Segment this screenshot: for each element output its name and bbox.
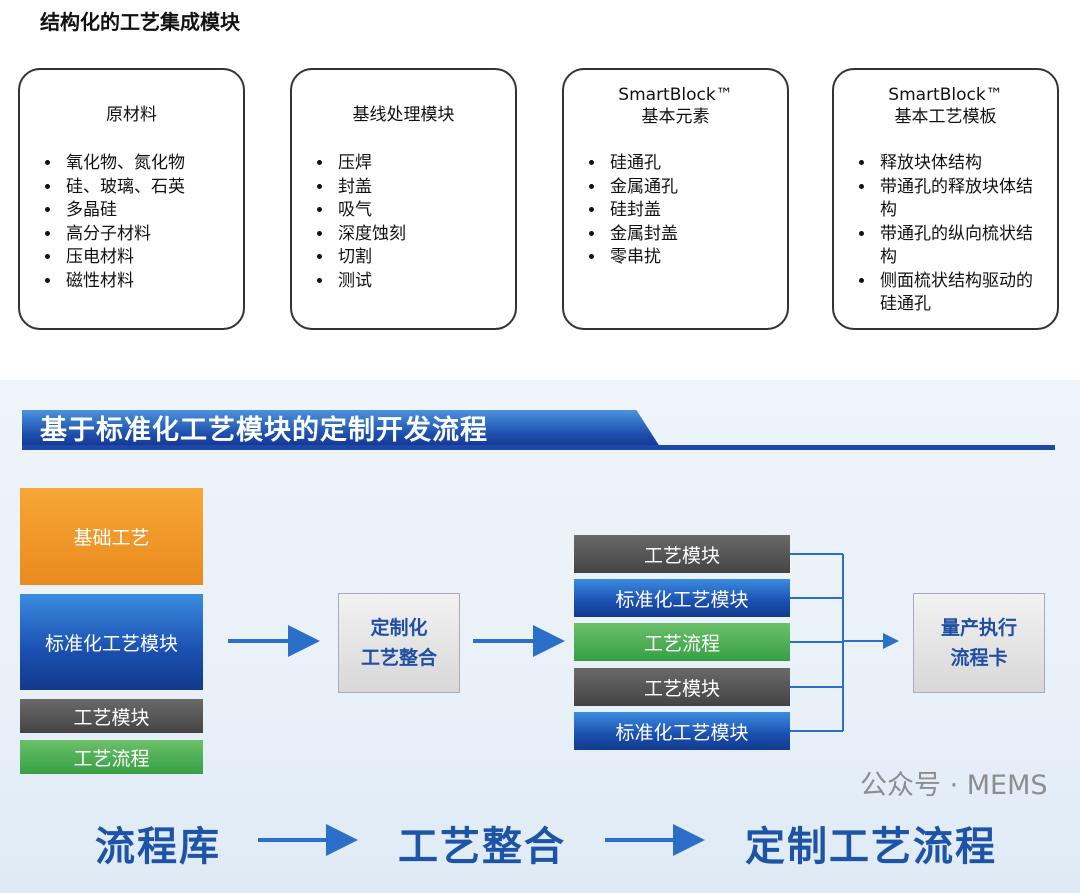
list-item: 高分子材料 (62, 223, 185, 247)
heading-line: 基本元素 (641, 107, 710, 127)
bracket-lines (790, 553, 844, 732)
box-line: 定制化 (370, 617, 428, 639)
process-module-block: 工艺模块 (20, 699, 203, 733)
standard-module-block: 标准化工艺模块 (20, 594, 203, 690)
section-title: 结构化的工艺集成模块 (40, 10, 240, 34)
list-item: 氧化物、氮化物 (62, 152, 185, 176)
list-item: 多晶硅 (62, 199, 185, 223)
list-item: 带通孔的释放块体结构 (876, 176, 1036, 223)
list-item: 零串扰 (606, 246, 678, 270)
list-item: 封盖 (334, 176, 406, 200)
list-item: 磁性材料 (62, 270, 185, 294)
right-process-flow: 工艺流程 (574, 623, 790, 661)
list-item: 压电材料 (62, 246, 185, 270)
list-item: 侧面梳状结构驱动的硅通孔 (876, 270, 1036, 317)
list-item: 深度蚀刻 (334, 223, 406, 247)
list-item: 硅通孔 (606, 152, 678, 176)
box-line: 流程卡 (950, 647, 1008, 669)
process-flow-block: 工艺流程 (20, 740, 203, 774)
banner-underline (22, 445, 1055, 450)
list-item: 硅、玻璃、石英 (62, 176, 185, 200)
list-item: 切割 (334, 246, 406, 270)
right-standard-module: 标准化工艺模块 (574, 712, 790, 750)
flow-banner: 基于标准化工艺模块的定制开发流程 (22, 410, 662, 450)
list-item: 吸气 (334, 199, 406, 223)
heading-line: 基本工艺模板 (894, 107, 997, 127)
right-standard-module: 标准化工艺模块 (574, 579, 790, 617)
list-item: 释放块体结构 (876, 152, 1036, 176)
right-process-module: 工艺模块 (574, 535, 790, 573)
card-raw-materials: 原材料 氧化物、氮化物硅、玻璃、石英多晶硅高分子材料压电材料磁性材料 (18, 68, 245, 330)
box-line: 工艺整合 (360, 647, 437, 669)
list-item: 压焊 (334, 152, 406, 176)
box-line: 量产执行 (940, 617, 1017, 639)
list-item: 金属封盖 (606, 223, 678, 247)
list-item: 带通孔的纵向梳状结构 (876, 223, 1036, 270)
heading-line: SmartBlock™ (888, 85, 1003, 105)
card-heading: 原材料 (106, 105, 157, 125)
list-item: 硅封盖 (606, 199, 678, 223)
flow-step-custom-flow: 定制工艺流程 (745, 824, 997, 870)
watermark: 公众号 · MEMS (860, 770, 1048, 801)
card-heading: 基线处理模块 (352, 105, 455, 125)
base-process-block: 基础工艺 (20, 488, 203, 585)
flow-step-integration: 工艺整合 (398, 824, 566, 870)
heading-line: SmartBlock™ (618, 85, 733, 105)
list-item: 测试 (334, 270, 406, 294)
custom-integration-box: 定制化工艺整合 (338, 593, 460, 693)
production-card-box: 量产执行流程卡 (913, 593, 1045, 693)
list-item: 金属通孔 (606, 176, 678, 200)
flow-step-library: 流程库 (95, 824, 221, 870)
right-process-module: 工艺模块 (574, 668, 790, 706)
card-baseline-modules: 基线处理模块 压焊封盖吸气深度蚀刻切割测试 (290, 68, 517, 330)
